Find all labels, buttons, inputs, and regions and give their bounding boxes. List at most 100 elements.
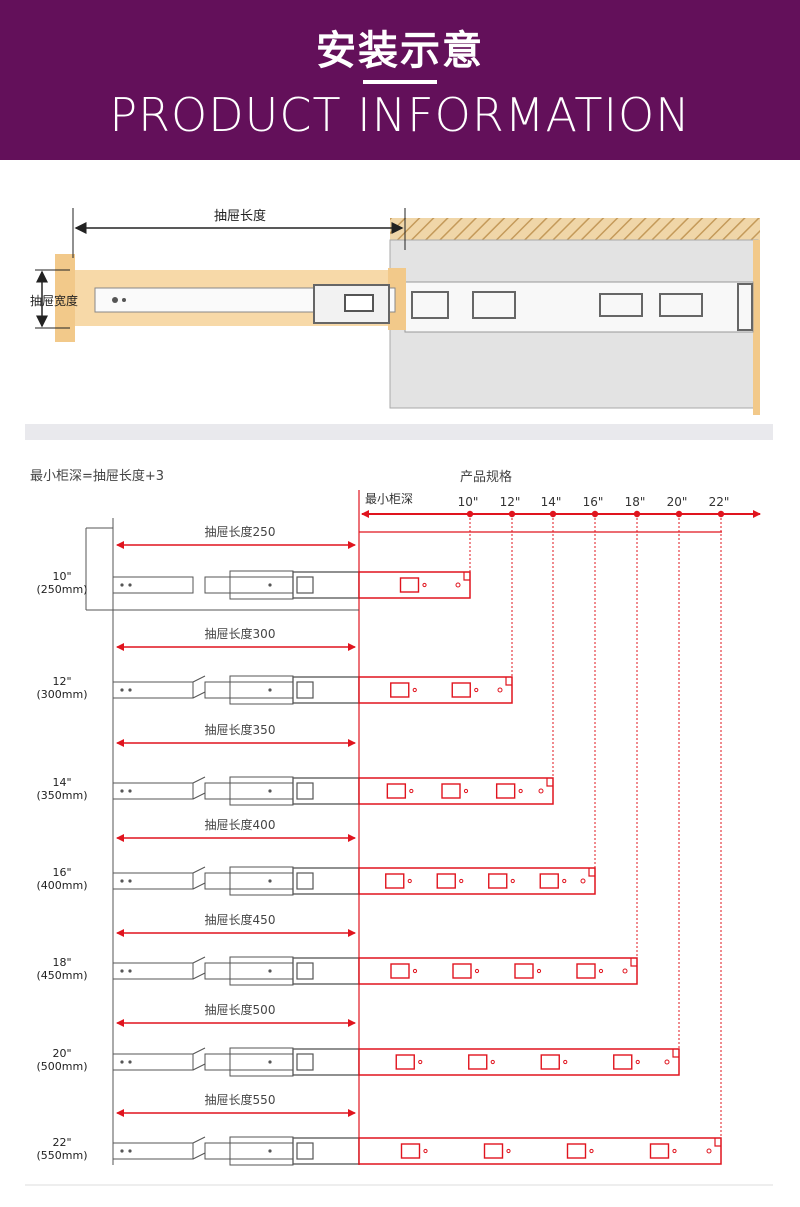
rail-hole (268, 969, 272, 973)
rail-lock (296, 1053, 314, 1071)
drawer-length-label: 抽屉长度 (214, 208, 266, 224)
rail-bracket-3 (599, 293, 643, 317)
installation-diagram: 抽屉长度 抽屉宽度 (30, 208, 760, 415)
rail-hole (120, 583, 124, 587)
rail-hole (128, 1060, 132, 1064)
mount-bracket (539, 873, 559, 889)
cabinet-rail (358, 676, 513, 704)
mount-bracket (452, 963, 472, 979)
rail-lock (296, 681, 314, 699)
rail-hole (589, 1148, 594, 1154)
rail-hole (412, 687, 417, 693)
drawer-length-label: 抽屉长度350 (205, 722, 276, 737)
rail-hole (120, 969, 124, 973)
rail-hole (536, 968, 542, 974)
size-mm-label: (400mm) (36, 879, 87, 892)
scale-tick-label: 12" (500, 495, 521, 509)
rail-hole (518, 788, 523, 794)
mount-bracket (395, 1054, 415, 1070)
drawer-length-label: 抽屉长度450 (205, 912, 276, 927)
drawer-rail (204, 576, 294, 594)
drawer-length-label: 抽屉长度250 (205, 524, 276, 539)
mount-bracket (613, 1054, 633, 1070)
cabinet-side (753, 240, 760, 415)
rail-lock (296, 872, 314, 890)
rail-hole (474, 687, 479, 693)
header-banner: 安装示意 PRODUCT INFORMATION (0, 0, 800, 160)
cabinet-rail (358, 867, 596, 895)
rail-lock (296, 782, 314, 800)
drawer-front (55, 254, 75, 342)
size-mm-label: (350mm) (36, 789, 87, 802)
mount-bracket (386, 783, 407, 799)
scale-tick-dot (508, 510, 516, 518)
drawer-rail (112, 782, 194, 800)
rail-hole (510, 878, 515, 884)
mount-bracket (399, 577, 420, 593)
cabinet-rail (358, 571, 471, 599)
drawer-rail (204, 1142, 294, 1160)
rail-hole (122, 298, 126, 302)
scale-ticks: 10"12"14"16"18"20"22" (458, 495, 730, 518)
drawer-rail (204, 782, 294, 800)
rail-lock-housing (292, 777, 360, 805)
spec-chart: 最小柜深=抽屉长度+3 产品规格 最小柜深 10"12"14"16"18"20"… (30, 468, 761, 1166)
rail-hole (672, 1148, 677, 1154)
drawer-length-label: 抽屉长度550 (205, 1092, 276, 1107)
drawer-rail-lock (344, 294, 374, 312)
break-mark (192, 1047, 206, 1071)
cabinet-rail (358, 1137, 722, 1165)
cabinet-rail (358, 1048, 680, 1076)
size-inch-label: 16" (52, 866, 71, 879)
scale-tick-dot (675, 510, 683, 518)
size-mm-label: (450mm) (36, 969, 87, 982)
break-mark (192, 675, 206, 699)
rail-hole (268, 1149, 272, 1153)
rail-hole (490, 1059, 495, 1065)
rail-bracket-1 (411, 291, 449, 319)
size-mm-label: (250mm) (36, 583, 87, 596)
size-mm-label: (550mm) (36, 1149, 87, 1162)
rail-hole (423, 1148, 428, 1154)
rail-hole (268, 688, 272, 692)
rail-hole (409, 788, 414, 794)
section-divider (25, 424, 773, 440)
rail-hole (268, 583, 272, 587)
rail-hole (128, 1149, 132, 1153)
scale-tick-dot (717, 510, 725, 518)
rail-end-clip (714, 1138, 721, 1147)
mount-bracket (514, 963, 534, 979)
rail-hole (580, 878, 586, 884)
scale-tick-label: 22" (709, 495, 730, 509)
rail-hole (422, 582, 427, 588)
rail-hole (418, 1059, 423, 1065)
rail-end-clip (588, 868, 595, 877)
rail-bracket-2 (472, 291, 516, 319)
rail-end-clip (630, 958, 637, 967)
size-inch-label: 10" (52, 570, 71, 583)
rail-hole (538, 788, 544, 794)
rail-end-clip (463, 572, 470, 581)
page-title: 安装示意 (316, 28, 484, 74)
rail-lock-housing (292, 957, 360, 985)
rail-lock-housing (292, 676, 360, 704)
drawer-rail (112, 1142, 194, 1160)
rail-hole (412, 968, 418, 974)
size-inch-label: 20" (52, 1047, 71, 1060)
drawer-length-label: 抽屉长度300 (205, 626, 276, 641)
rail-end-clip (505, 677, 512, 686)
drawer-rail (204, 872, 294, 890)
drawer-rail (112, 962, 194, 980)
cabinet-top (390, 218, 760, 240)
rail-hole (407, 878, 412, 884)
rail-hole (120, 1060, 124, 1064)
rail-hole (622, 968, 628, 974)
mount-bracket (436, 873, 456, 889)
title-divider (363, 80, 437, 84)
rail-hole (635, 1059, 640, 1065)
rail-hole (497, 687, 503, 693)
scale-tick-label: 10" (458, 495, 479, 509)
mount-bracket (576, 963, 596, 979)
break-mark (192, 1136, 206, 1160)
